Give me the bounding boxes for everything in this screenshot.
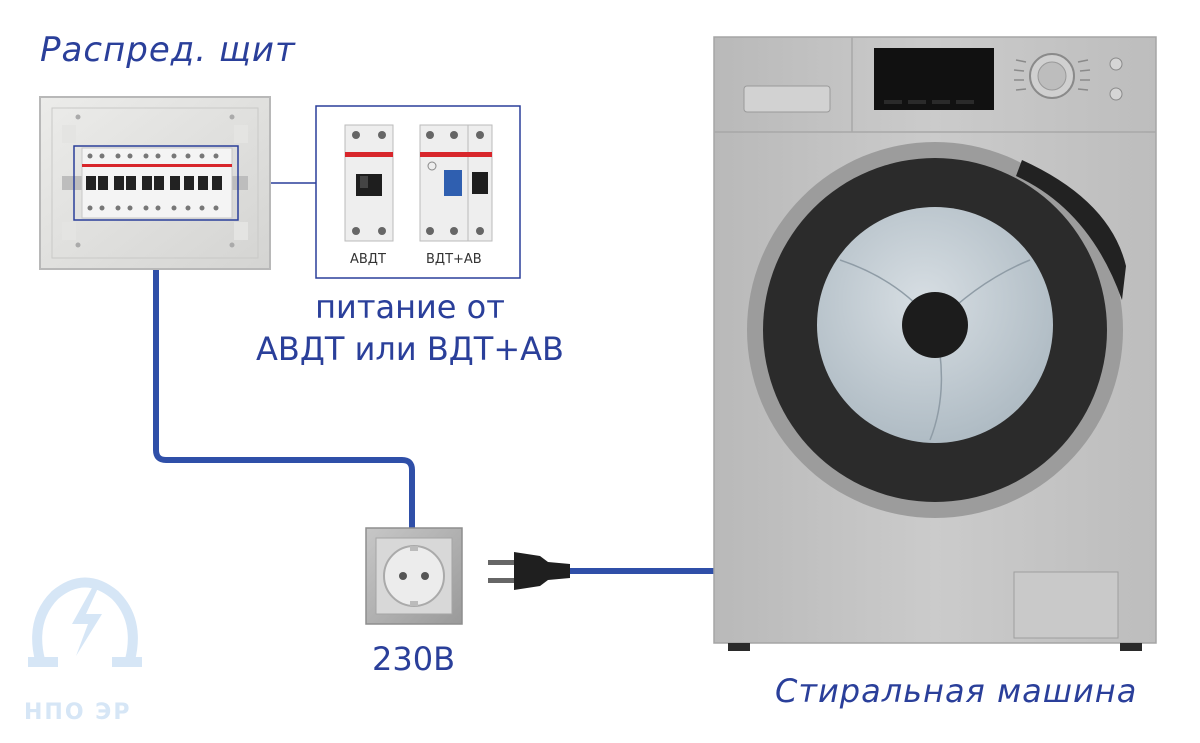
avdt-label: АВДТ <box>350 252 386 267</box>
breaker-callout <box>315 105 521 279</box>
appliance-label: Стиральная машина <box>775 672 1138 710</box>
logo-text: НПО ЭР <box>24 700 132 725</box>
panel-title: Распред. щит <box>40 30 296 70</box>
panel-breakers <box>81 147 233 219</box>
supply-caption: питание от АВДТ или ВДТ+АВ <box>200 286 620 370</box>
display-panel <box>874 48 994 110</box>
distribution-panel <box>39 96 271 270</box>
avdt-device <box>344 124 394 242</box>
washing-machine <box>713 36 1157 651</box>
power-socket <box>365 527 463 625</box>
supply-caption-line2: АВДТ или ВДТ+АВ <box>256 330 564 368</box>
logo-emblem <box>28 577 142 667</box>
supply-caption-line1: питание от <box>315 288 505 326</box>
vdt-ab-device <box>419 124 493 242</box>
power-plug <box>488 552 570 590</box>
voltage-label: 230В <box>372 640 456 678</box>
drum-center <box>902 292 968 358</box>
supply-cable <box>153 270 415 528</box>
vdt-ab-label: ВДТ+АВ <box>426 252 482 267</box>
service-hatch <box>1013 571 1119 639</box>
detergent-drawer <box>743 85 831 113</box>
panel-highlight <box>73 145 239 221</box>
